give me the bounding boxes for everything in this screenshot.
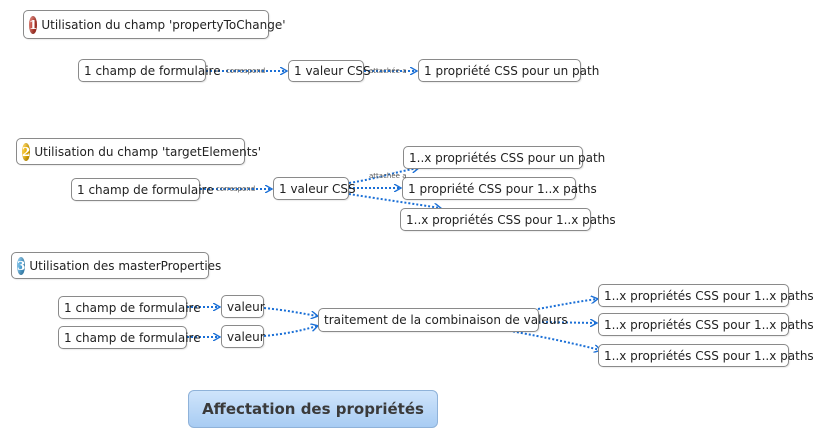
section-1-title: 1 Utilisation du champ 'propertyToChange… [23, 10, 286, 39]
s2-edge-label-correspond: correspond [216, 185, 256, 193]
s2-props-one-path-node[interactable]: 1..x propriétés CSS pour un path [403, 146, 605, 169]
number-2-badge-icon: 2 [22, 142, 31, 161]
s2-form-field-node[interactable]: 1 champ de formulaire [71, 178, 214, 201]
node-label: 1 champ de formulaire [64, 330, 201, 345]
s3-form-field-1-node[interactable]: 1 champ de formulaire [58, 296, 201, 319]
s3-form-field-2-node[interactable]: 1 champ de formulaire [58, 326, 201, 349]
node-label: 1 champ de formulaire [84, 63, 221, 78]
node-label: traitement de la combinaison de valeurs [324, 313, 568, 327]
s2-css-value-node[interactable]: 1 valeur CSS [273, 177, 356, 200]
s3-value-1-node[interactable]: valeur [221, 295, 265, 318]
s3-output-3-node[interactable]: 1..x propriétés CSS pour 1..x paths [598, 344, 814, 367]
s2-props-many-paths-node[interactable]: 1..x propriétés CSS pour 1..x paths [400, 208, 616, 231]
edge-s3-processing-to-out1 [537, 299, 597, 310]
s3-output-2-node[interactable]: 1..x propriétés CSS pour 1..x paths [598, 313, 814, 336]
edge-s3-value1-to-processing [263, 307, 317, 316]
node-label: 1 propriété CSS pour 1..x paths [408, 181, 597, 196]
node-label: 1..x propriétés CSS pour un path [409, 150, 606, 165]
s1-edge-label-attachee: attachée a [369, 67, 407, 75]
number-1-badge-icon: 1 [29, 15, 38, 34]
section-3-title: 3 Utilisation des masterProperties [11, 252, 221, 279]
central-topic-label: Affectation des propriétés [202, 400, 424, 418]
node-label: 1 valeur CSS [279, 181, 356, 196]
node-label: 1..x propriétés CSS pour 1..x paths [604, 317, 814, 332]
s1-form-field-node[interactable]: 1 champ de formulaire [78, 59, 221, 82]
node-label: valeur [227, 329, 265, 344]
section-2-title-text: Utilisation du champ 'targetElements' [34, 144, 261, 159]
section-3-title-text: Utilisation des masterProperties [29, 258, 222, 273]
s1-edge-label-correspond: correspond [226, 67, 266, 75]
node-label: 1 valeur CSS [294, 64, 371, 78]
section-2-title: 2 Utilisation du champ 'targetElements' [16, 138, 261, 165]
edge-s3-processing-to-out3 [504, 329, 600, 350]
s3-output-1-node[interactable]: 1..x propriétés CSS pour 1..x paths [598, 284, 814, 307]
s2-edge-label-attachee: attachée a [369, 172, 407, 180]
node-label: 1 champ de formulaire [64, 300, 201, 315]
edge-s3-processing-to-out2 [537, 322, 596, 323]
edge-s2-value-to-prop1 [348, 168, 418, 184]
section-1-title-text: Utilisation du champ 'propertyToChange' [41, 17, 286, 32]
node-label: 1..x propriétés CSS pour 1..x paths [406, 212, 616, 227]
s1-css-value-node[interactable]: 1 valeur CSS [288, 60, 371, 82]
number-3-badge-icon: 3 [17, 256, 26, 275]
edge-s2-value-to-prop3 [348, 193, 440, 208]
node-label: 1..x propriétés CSS pour 1..x paths [604, 348, 814, 363]
s3-value-2-node[interactable]: valeur [221, 325, 265, 348]
s3-processing-node[interactable]: traitement de la combinaison de valeurs [318, 308, 568, 332]
central-topic[interactable]: Affectation des propriétés [188, 390, 438, 428]
node-label: 1 champ de formulaire [77, 182, 214, 197]
node-label: 1..x propriétés CSS pour 1..x paths [604, 288, 814, 303]
s1-css-property-node[interactable]: 1 propriété CSS pour un path [418, 59, 599, 82]
node-label: valeur [227, 299, 265, 314]
s2-prop-many-paths-node[interactable]: 1 propriété CSS pour 1..x paths [402, 177, 597, 200]
node-label: 1 propriété CSS pour un path [424, 63, 600, 78]
edge-s3-value2-to-processing [263, 326, 317, 337]
